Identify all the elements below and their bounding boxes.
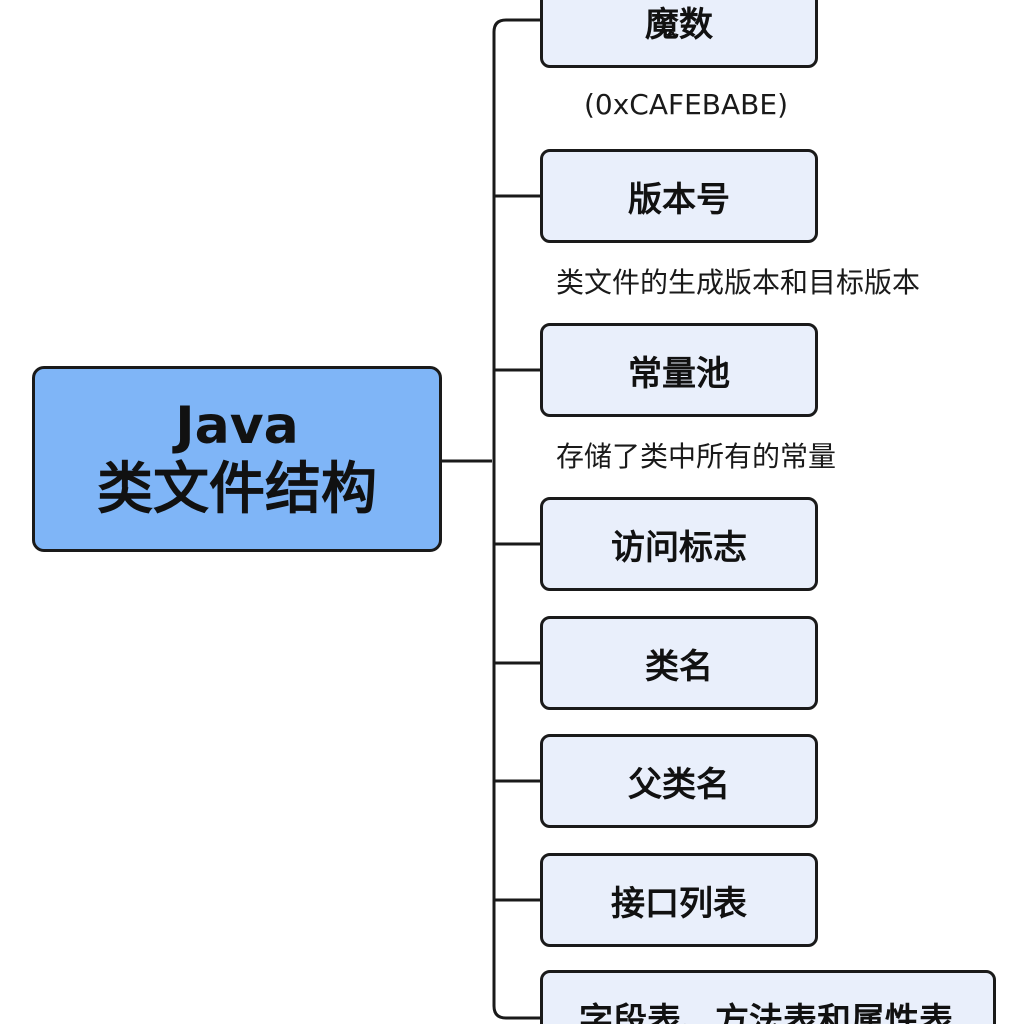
note-magic-number: (0xCAFEBABE) xyxy=(584,88,788,121)
root-node: Java 类文件结构 xyxy=(32,366,442,552)
node-access-flags: 访问标志 xyxy=(540,497,818,591)
note-constant-pool: 存储了类中所有的常量 xyxy=(556,440,837,473)
node-super-class-name: 父类名 xyxy=(540,734,818,828)
root-title-line1: Java xyxy=(175,396,299,456)
node-constant-pool: 常量池 xyxy=(540,323,818,417)
node-version: 版本号 xyxy=(540,149,818,243)
node-magic-number: 魔数 xyxy=(540,0,818,68)
note-version: 类文件的生成版本和目标版本 xyxy=(556,266,921,299)
connector-spine xyxy=(492,18,540,1020)
node-fields-methods-attributes: 字段表、方法表和属性表 xyxy=(540,970,996,1024)
root-title-line2: 类文件结构 xyxy=(97,457,377,522)
node-class-name: 类名 xyxy=(540,616,818,710)
node-interface-list: 接口列表 xyxy=(540,853,818,947)
